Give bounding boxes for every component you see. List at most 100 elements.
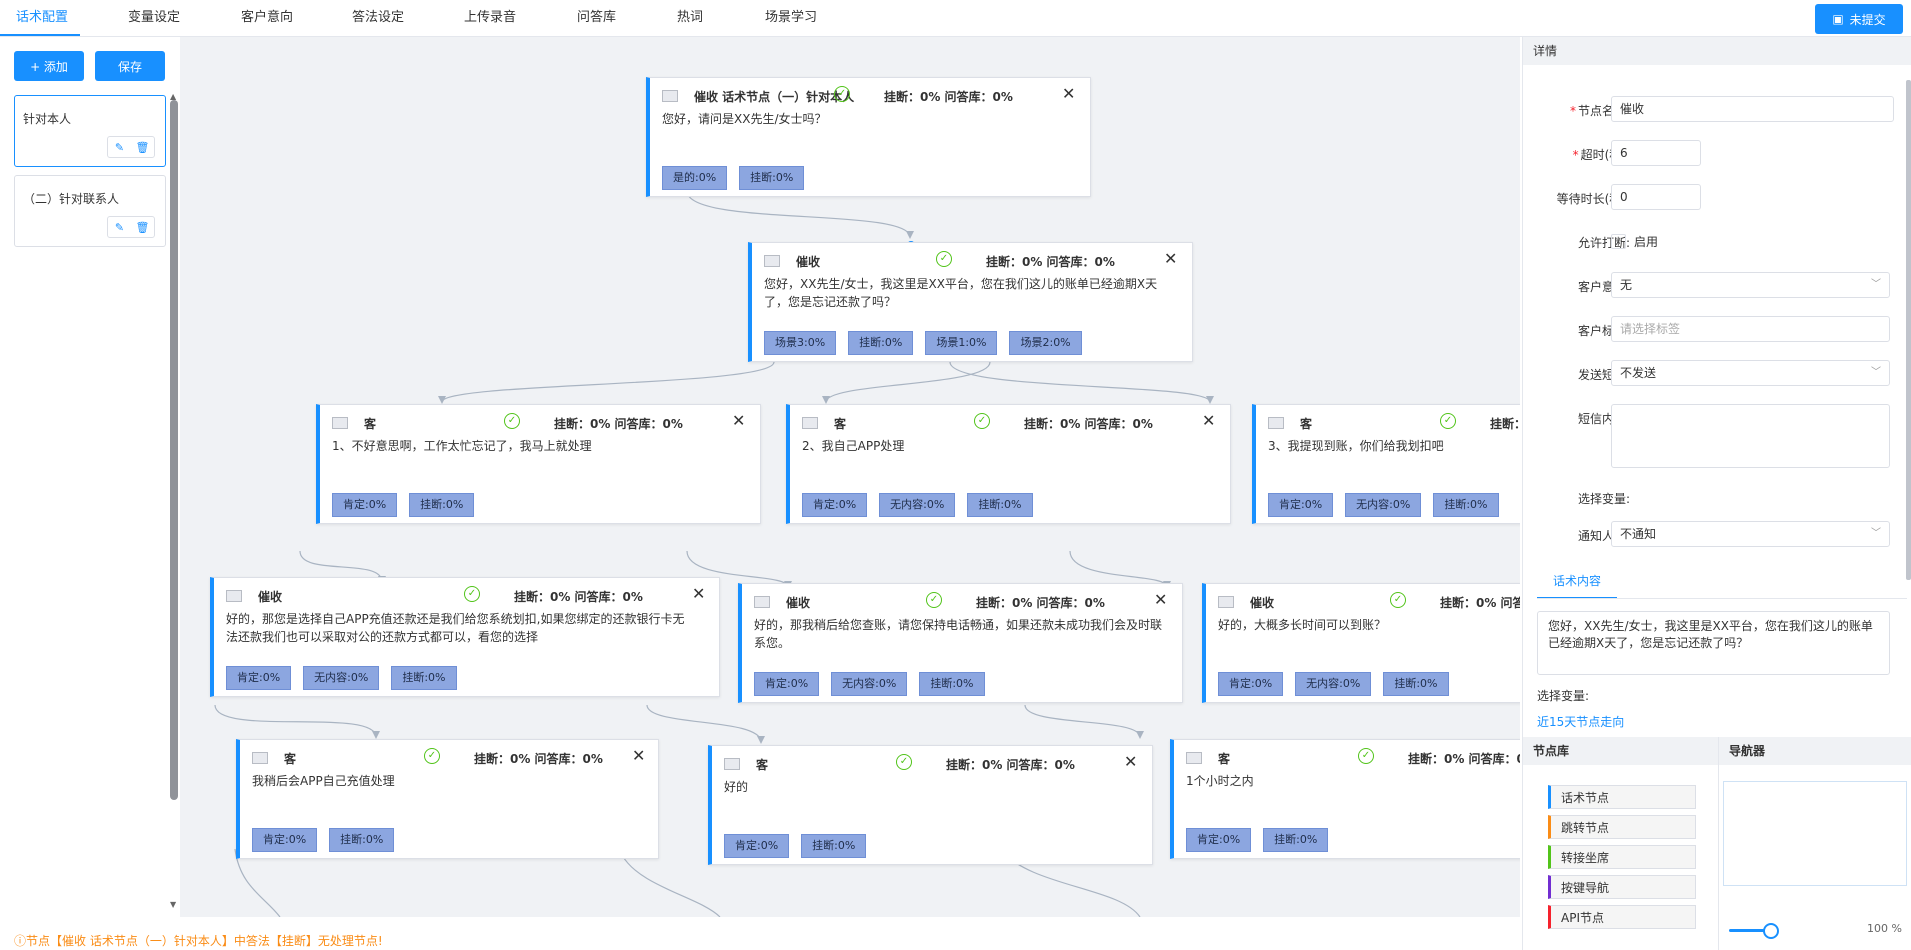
node-branches: 肯定:0% 挂断:0% [332, 493, 475, 517]
branch-button[interactable]: 无内容:0% [879, 493, 956, 517]
zoom-slider-track[interactable] [1729, 929, 1769, 932]
node-text: 好的 [724, 780, 749, 794]
notify-select[interactable]: 不通知 ﹀ [1611, 521, 1890, 547]
close-icon[interactable]: ✕ [1164, 249, 1178, 268]
tab-variable-settings[interactable]: 变量设定 [128, 10, 181, 25]
branch-button[interactable]: 无内容:0% [1295, 672, 1372, 696]
flow-node[interactable]: 客 ✓ 挂断：0% 问答库：0% ✕ 我稍后会APP自己充值处理 肯定:0% 挂… [236, 739, 659, 859]
library-item-jump-node[interactable]: 跳转节点 [1548, 815, 1696, 839]
sms-select[interactable]: 不发送 ﹀ [1611, 360, 1890, 386]
branch-button[interactable]: 挂断:0% [739, 166, 805, 190]
branch-button[interactable]: 肯定:0% [252, 828, 318, 852]
flow-canvas[interactable]: 催收 话术节点（一）针对本人 ✓ 挂断：0% 问答库：0% ✕ 您好，请问是XX… [180, 37, 1520, 917]
tab-qa-library[interactable]: 问答库 [577, 10, 617, 25]
script-content-textarea[interactable]: 您好，XX先生/女士，我这里是XX平台，您在我们这儿的账单已经逾期X天了，您是忘… [1537, 611, 1890, 675]
branch-button[interactable]: 挂断:0% [409, 493, 475, 517]
flow-node[interactable]: 客 ✓ 挂断：0% 问答库：0% 1个小时之内 肯定:0% 挂断:0% [1170, 739, 1520, 859]
save-button[interactable]: 保存 [95, 51, 165, 81]
branch-button[interactable]: 肯定:0% [1218, 672, 1284, 696]
branch-button[interactable]: 肯定:0% [724, 834, 790, 858]
navigator-minimap[interactable] [1723, 781, 1907, 886]
flow-node[interactable]: 催收 ✓ 挂断：0% 问答库：0% ✕ 好的，那您是选择自己APP充值还款还是我… [210, 577, 720, 697]
branch-button[interactable]: 挂断:0% [1383, 672, 1449, 696]
branch-button[interactable]: 肯定:0% [1186, 828, 1252, 852]
add-button[interactable]: + 添加 [14, 51, 84, 81]
tab-script-content[interactable]: 话术内容 [1537, 565, 1617, 599]
branch-button[interactable]: 无内容:0% [831, 672, 908, 696]
flow-node[interactable]: 客 ✓ 挂断：0% 问答库：0% ✕ 2、我自己APP处理 肯定:0% 无内容:… [786, 404, 1231, 524]
node-title: 客 [284, 752, 297, 766]
flow-node[interactable]: 催收 ✓ 挂断：0% 问答库 好的，大概多长时间可以到账？ 肯定:0% 无内容:… [1202, 583, 1520, 703]
branch-button[interactable]: 挂断:0% [1263, 828, 1329, 852]
scene-item[interactable]: 针对本人 ✎ 🗑 [14, 95, 166, 167]
branch-button[interactable]: 无内容:0% [1345, 493, 1422, 517]
branch-button[interactable]: 挂断:0% [967, 493, 1033, 517]
library-item-key-navigation[interactable]: 按键导航 [1548, 875, 1696, 899]
interrupt-row: 允许打断: 启用 [1523, 228, 1911, 256]
branch-button[interactable]: 挂断:0% [391, 666, 457, 690]
branch-button[interactable]: 挂断:0% [919, 672, 985, 696]
branch-button[interactable]: 是的:0% [662, 166, 728, 190]
branch-button[interactable]: 肯定:0% [802, 493, 868, 517]
close-icon[interactable]: ✕ [1154, 590, 1168, 609]
delete-icon[interactable]: 🗑 [135, 220, 150, 234]
library-item-transfer-agent[interactable]: 转接坐席 [1548, 845, 1696, 869]
branch-button[interactable]: 无内容:0% [303, 666, 380, 690]
flow-node[interactable]: 催收 话术节点（一）针对本人 ✓ 挂断：0% 问答库：0% ✕ 您好，请问是XX… [646, 77, 1091, 197]
branch-button[interactable]: 挂断:0% [801, 834, 867, 858]
edit-icon[interactable]: ✎ [114, 140, 125, 154]
right-scrollbar[interactable] [1906, 80, 1911, 580]
close-icon[interactable]: ✕ [1124, 752, 1138, 771]
wait-input[interactable]: 0 [1611, 184, 1701, 210]
scroll-down-arrow[interactable]: ▼ [170, 900, 177, 909]
flow-node[interactable]: 客 ✓ 挂断：0% 问答库：0% ✕ 1、不好意思啊，工作太忙忘记了，我马上就处… [316, 404, 761, 524]
flow-node[interactable]: 催收 ✓ 挂断：0% 问答库：0% ✕ 好的，那我稍后给您查账，请您保持电话畅通… [738, 583, 1183, 703]
tag-select[interactable]: 请选择标签 [1611, 316, 1890, 342]
tab-upload-recording[interactable]: 上传录音 [464, 10, 517, 25]
tab-answer-settings[interactable]: 答法设定 [352, 10, 405, 25]
branch-button[interactable]: 场景1:0% [925, 331, 998, 355]
close-icon[interactable]: ✕ [1062, 84, 1076, 103]
tab-scene-learning[interactable]: 场景学习 [765, 10, 818, 25]
close-icon[interactable]: ✕ [632, 746, 646, 765]
close-icon[interactable]: ✕ [692, 584, 706, 603]
library-item-script-node[interactable]: 话术节点 [1548, 785, 1696, 809]
branch-button[interactable]: 肯定:0% [754, 672, 820, 696]
left-scrollbar[interactable] [170, 100, 178, 800]
close-icon[interactable]: ✕ [732, 411, 746, 430]
branch-button[interactable]: 肯定:0% [226, 666, 292, 690]
tab-hot-words[interactable]: 热词 [677, 10, 704, 25]
branch-button[interactable]: 场景3:0% [764, 331, 837, 355]
branch-button[interactable]: 肯定:0% [332, 493, 398, 517]
scene-item[interactable]: （二）针对联系人 ✎ 🗑 [14, 175, 166, 247]
flow-node[interactable]: 客 ✓ 挂断：0% 问答库：0% ✕ 好的 肯定:0% 挂断:0% [708, 745, 1153, 865]
branch-button[interactable]: 肯定:0% [1268, 493, 1334, 517]
flow-node[interactable]: 客 ✓ 挂断： 3、我提现到账，你们给我划扣吧 肯定:0% 无内容:0% 挂断:… [1252, 404, 1520, 524]
node-name-input[interactable]: 催收 [1611, 96, 1894, 122]
branch-button[interactable]: 挂断:0% [1433, 493, 1499, 517]
scroll-up-arrow[interactable]: ▲ [170, 92, 177, 101]
interrupt-checkbox[interactable] [1611, 234, 1626, 249]
node-stats: 挂断：0% 问答库：0% [554, 417, 683, 431]
detail-header: 详情 [1523, 37, 1911, 65]
branch-button[interactable]: 挂断:0% [329, 828, 395, 852]
interrupt-option-label[interactable]: 启用 [1634, 235, 1659, 249]
library-item-api-node[interactable]: API节点 [1548, 905, 1696, 929]
trend-link[interactable]: 近15天节点走向 [1537, 715, 1625, 729]
branch-button[interactable]: 场景2:0% [1009, 331, 1082, 355]
zoom-slider-handle[interactable] [1763, 923, 1779, 939]
close-icon[interactable]: ✕ [1202, 411, 1216, 430]
timeout-input[interactable]: 6 [1611, 140, 1701, 166]
zoom-level[interactable]: 100 % [1867, 922, 1902, 935]
branch-button[interactable]: 挂断:0% [848, 331, 914, 355]
tab-script-config[interactable]: 话术配置 [16, 10, 69, 25]
sms-content-textarea[interactable] [1611, 404, 1890, 468]
unsubmitted-button[interactable]: ▣ 未提交 [1815, 4, 1903, 34]
node-stats: 挂断：0% 问答库：0% [946, 758, 1075, 772]
intent-select[interactable]: 无 ﹀ [1611, 272, 1890, 298]
flow-node[interactable]: 催收 ✓ 挂断：0% 问答库：0% ✕ 您好，XX先生/女士，我这里是XX平台，… [748, 242, 1193, 362]
delete-icon[interactable]: 🗑 [135, 140, 150, 154]
tab-customer-intent[interactable]: 客户意向 [241, 10, 294, 25]
check-icon: ✓ [1358, 748, 1374, 764]
edit-icon[interactable]: ✎ [114, 220, 125, 234]
